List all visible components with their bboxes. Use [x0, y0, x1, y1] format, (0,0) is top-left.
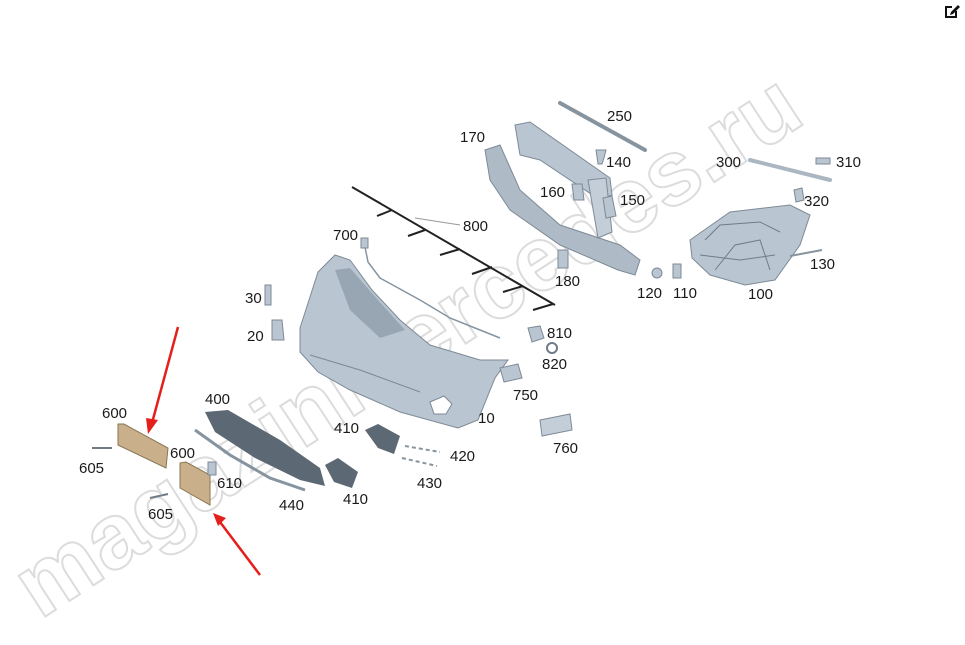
label-810: 810	[547, 325, 572, 342]
part-400-grille	[205, 410, 325, 486]
label-610: 610	[217, 475, 242, 492]
label-320: 320	[804, 193, 829, 210]
label-300: 300	[716, 154, 741, 171]
label-410-upper: 410	[334, 420, 359, 437]
part-100-carrier	[689, 204, 811, 286]
part-410-grille-lower	[325, 458, 358, 488]
label-20: 20	[247, 328, 264, 345]
label-130: 130	[810, 256, 835, 273]
label-430: 430	[417, 475, 442, 492]
label-605-upper: 605	[79, 460, 104, 477]
part-700-sensor-wire	[360, 237, 501, 339]
label-600-upper: 600	[102, 405, 127, 422]
red-arrow-upper	[146, 326, 180, 434]
red-arrow-lower	[213, 513, 261, 576]
part-410-grille-upper	[365, 424, 400, 454]
part-30-clip	[264, 284, 272, 306]
part-750-bracket	[499, 363, 523, 383]
part-300-strip	[748, 158, 832, 182]
part-320-clip	[793, 187, 805, 203]
part-800-harness	[351, 186, 556, 311]
part-760-cover	[539, 413, 573, 437]
label-140: 140	[606, 154, 631, 171]
part-610-clip	[207, 461, 217, 476]
label-420: 420	[450, 448, 475, 465]
part-160-bracket	[571, 183, 585, 201]
label-600-lower: 600	[170, 445, 195, 462]
label-700: 700	[333, 227, 358, 244]
part-10-bumper-cover	[299, 254, 509, 429]
part-250-strip	[558, 101, 647, 152]
part-140-clip	[595, 149, 607, 165]
label-760: 760	[553, 440, 578, 457]
part-130-bolt	[789, 249, 823, 257]
label-10: 10	[478, 410, 495, 427]
label-100: 100	[748, 286, 773, 303]
part-440-trim	[194, 428, 306, 492]
label-410-lower: 410	[343, 491, 368, 508]
part-600-plate-lower	[179, 461, 211, 506]
part-150-bracket	[602, 195, 617, 219]
label-180: 180	[555, 273, 580, 290]
label-160: 160	[540, 184, 565, 201]
label-120: 120	[637, 285, 662, 302]
part-605-screw-lower	[149, 493, 169, 499]
edit-icon[interactable]	[943, 2, 961, 20]
part-420-trim	[404, 445, 441, 453]
label-310: 310	[836, 154, 861, 171]
part-180-bracket	[557, 249, 569, 269]
label-440: 440	[279, 497, 304, 514]
label-250: 250	[607, 108, 632, 125]
part-310-clip	[815, 157, 831, 165]
label-400: 400	[205, 391, 230, 408]
label-170: 170	[460, 129, 485, 146]
part-600-plate-upper	[117, 423, 169, 469]
part-20-bracket	[271, 319, 285, 341]
part-810-sensor	[527, 325, 545, 343]
label-150: 150	[620, 192, 645, 209]
part-120-nut	[651, 267, 663, 279]
label-605-lower: 605	[148, 506, 173, 523]
label-820: 820	[542, 356, 567, 373]
label-800: 800	[463, 218, 488, 235]
label-30: 30	[245, 290, 262, 307]
part-430-trim	[401, 457, 438, 467]
part-110-clip	[672, 263, 682, 279]
part-820-ring	[546, 342, 558, 354]
label-750: 750	[513, 387, 538, 404]
label-110: 110	[673, 285, 697, 302]
